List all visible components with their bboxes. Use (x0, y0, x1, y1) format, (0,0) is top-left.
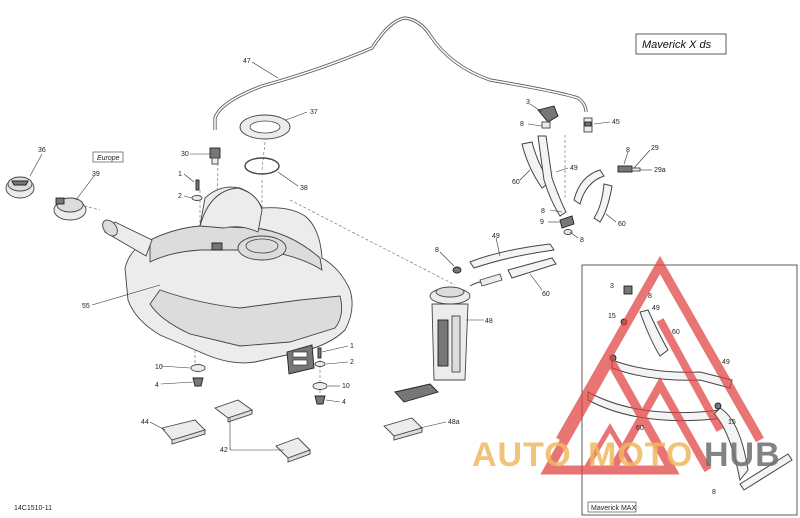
watermark-text: AUTO MOTO HUB (472, 436, 781, 474)
callout-9: 9 (540, 219, 544, 226)
callout-49a: 49 (570, 165, 578, 172)
leader-lines (29, 61, 652, 451)
callout-3: 3 (526, 99, 530, 106)
callout-8e: 8 (435, 247, 439, 254)
title-box: Maverick X ds (635, 33, 727, 55)
connector-elbow (479, 273, 503, 287)
inset-title: Maverick MAX (591, 505, 636, 512)
guard-42-upper (214, 399, 253, 423)
fitting-45 (583, 117, 593, 133)
inset-callout-8b: 8 (712, 489, 716, 496)
fuel-cap-36 (5, 176, 35, 199)
filter-48a (383, 417, 423, 441)
callout-29: 29 (651, 145, 659, 152)
watermark-word-hub: HUB (704, 436, 781, 474)
callout-10b: 10 (342, 383, 350, 390)
hose-49-c (469, 243, 555, 269)
hose-49-a (537, 135, 567, 217)
watermark (540, 255, 764, 475)
callout-10a: 10 (155, 364, 163, 371)
callout-60a: 60 (512, 179, 520, 186)
hose-60-b (593, 183, 613, 223)
inset-callout-15: 15 (608, 313, 616, 320)
hose-49-b (573, 169, 605, 205)
callout-55: 55 (82, 303, 90, 310)
callout-2b: 2 (350, 359, 354, 366)
inset-callout-60b: 60 (636, 425, 644, 432)
watermark-word-auto: AUTO (472, 436, 572, 474)
callout-8c: 8 (541, 208, 545, 215)
callout-4b: 4 (342, 399, 346, 406)
callout-45: 45 (612, 119, 620, 126)
sensor-30 (209, 147, 221, 165)
callout-8b: 8 (626, 147, 630, 154)
inset-maverick-max: Maverick MAX (581, 264, 798, 516)
fuel-pump-48 (394, 281, 489, 403)
inset-callout-49a: 49 (652, 305, 660, 312)
guard-44 (161, 419, 206, 445)
diagram-title: Maverick X ds (642, 39, 712, 51)
callout-36: 36 (38, 147, 46, 154)
callout-42: 42 (220, 447, 228, 454)
callout-1b: 1 (350, 343, 354, 350)
locking-ring-37 (239, 114, 291, 140)
callout-1a: 1 (178, 171, 182, 178)
callout-39: 39 (92, 171, 100, 178)
callout-8a: 8 (520, 121, 524, 128)
filler-cap-39 (53, 197, 87, 221)
callout-48: 48 (485, 318, 493, 325)
callout-labels: 36 39 30 47 37 38 1 2 55 10 4 1 2 10 4 4… (38, 58, 736, 496)
callout-30: 30 (181, 151, 189, 158)
callout-47: 47 (243, 58, 251, 65)
callout-44: 44 (141, 419, 149, 426)
callout-8d: 8 (580, 237, 584, 244)
seal-38 (244, 157, 280, 175)
inset-callout-8a: 8 (648, 293, 652, 300)
inset-callout-49b: 49 (722, 359, 730, 366)
fuel-line-47 (213, 16, 588, 130)
callout-38: 38 (300, 185, 308, 192)
europe-label: Europe (97, 155, 120, 162)
filler-neck (102, 219, 153, 257)
callout-60b: 60 (618, 221, 626, 228)
inset-callout-60a: 60 (672, 329, 680, 336)
callout-2a: 2 (178, 193, 182, 200)
callout-4a: 4 (155, 382, 159, 389)
guard-42-lower (275, 437, 311, 463)
bolt-washer-group-left (190, 179, 328, 405)
clamp-8 (452, 266, 462, 274)
callout-37: 37 (310, 109, 318, 116)
europe-note: Europe (92, 151, 124, 163)
inset-callout-15b: 15 (728, 419, 736, 426)
inset-callout-3: 3 (610, 283, 614, 290)
callout-29a: 29a (654, 167, 666, 174)
watermark-word-moto: MOTO (588, 436, 693, 474)
hose-60-c (507, 257, 557, 279)
callout-48a: 48a (448, 419, 460, 426)
fitting-9 (559, 215, 575, 235)
callout-49b: 49 (492, 233, 500, 240)
fuel-tank-55 (124, 186, 353, 375)
fitting-29 (617, 165, 641, 173)
callout-60c: 60 (542, 291, 550, 298)
drawing-code: 14C1510-11 (14, 505, 52, 512)
fitting-3 (537, 105, 559, 129)
